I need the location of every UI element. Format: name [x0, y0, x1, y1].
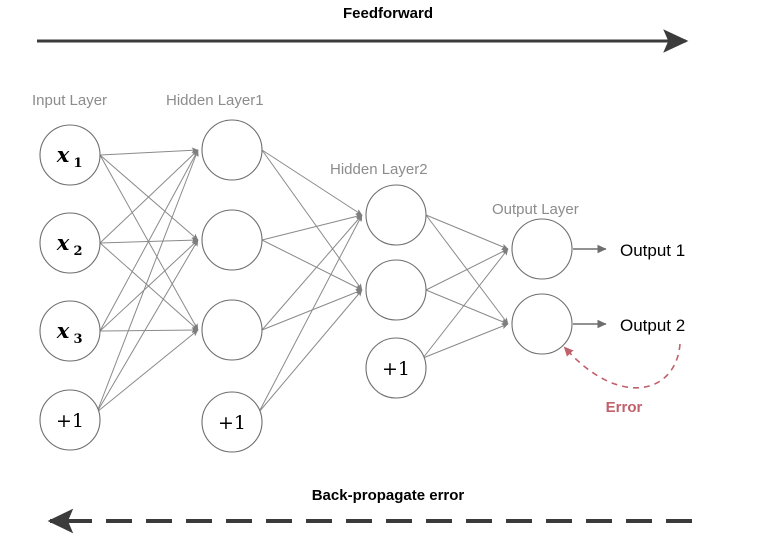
output-1-group: Output 1 [573, 241, 685, 260]
output-1-label: Output 1 [620, 241, 685, 260]
output-2-label: Output 2 [620, 316, 685, 335]
node-output-1 [511, 218, 573, 280]
node-hidden2-bias: +1 [365, 337, 427, 399]
error-arc [563, 343, 681, 389]
node-circle [39, 389, 101, 451]
node-circle [365, 337, 427, 399]
backprop-title: Back-propagate error [312, 487, 465, 504]
node-label-bias-hidden2: +1 [382, 358, 410, 380]
node-label-x1: x [56, 142, 70, 167]
node-input-bias: +1 [39, 389, 101, 451]
node-hidden2-1 [365, 184, 427, 246]
node-label-x2: x [56, 230, 70, 255]
node-circle [39, 300, 101, 362]
node-hidden1-bias: +1 [201, 391, 263, 453]
edges-input-to-hidden1 [96, 147, 199, 413]
node-hidden1-2 [201, 209, 263, 271]
edges-hidden2-to-output [422, 214, 509, 359]
node-subscript-x3: 3 [73, 332, 82, 347]
node-circle [39, 124, 101, 186]
backprop-banner: Back-propagate error [47, 487, 692, 534]
layer-label-hidden2: Hidden Layer2 [330, 161, 428, 178]
error-label: Error [606, 399, 643, 416]
node-input-x2: x 2 [39, 212, 101, 274]
node-input-x1: x 1 [39, 124, 101, 186]
layer-label-output: Output Layer [492, 201, 579, 218]
node-hidden1-1 [201, 119, 263, 181]
layer-label-input: Input Layer [32, 92, 107, 109]
layer-input-nodes: x 1 x 2 x 3 +1 [39, 124, 101, 451]
output-2-group: Output 2 [573, 316, 685, 335]
layer-hidden2-nodes: +1 [365, 184, 427, 399]
edges-hidden1-to-hidden2 [258, 149, 363, 413]
node-label-bias-input: +1 [56, 410, 84, 432]
node-output-2 [511, 293, 573, 355]
node-hidden1-3 [201, 299, 263, 361]
layer-hidden1-nodes: +1 [201, 119, 263, 453]
layer-label-hidden1: Hidden Layer1 [166, 92, 264, 109]
node-circle [201, 391, 263, 453]
layer-output-nodes [511, 218, 573, 355]
feedforward-title: Feedforward [343, 5, 433, 22]
node-subscript-x2: 2 [73, 244, 82, 259]
node-label-x3: x [56, 318, 70, 343]
node-subscript-x1: 1 [73, 156, 82, 171]
node-input-x3: x 3 [39, 300, 101, 362]
feedforward-banner: Feedforward [37, 5, 689, 53]
node-label-bias-hidden1: +1 [218, 412, 246, 434]
node-circle [39, 212, 101, 274]
error-feedback-group: Error [563, 343, 681, 416]
node-hidden2-2 [365, 259, 427, 321]
